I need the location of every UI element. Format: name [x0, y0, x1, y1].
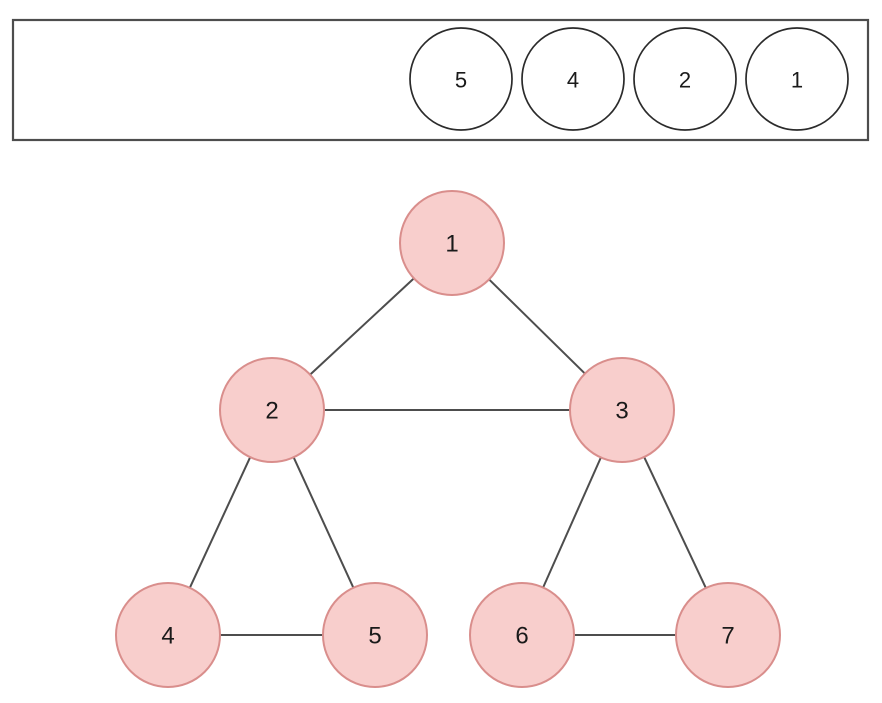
graph-edge-2-4 — [188, 456, 252, 589]
graph-edge-3-7 — [643, 456, 707, 589]
stack-item-label: 2 — [679, 68, 691, 93]
graph-node-label: 2 — [265, 398, 278, 425]
graph-edge-1-3 — [488, 278, 586, 375]
graph-node-label: 7 — [721, 623, 734, 650]
graph-node-circle[interactable] — [569, 357, 675, 463]
graph-node-2[interactable]: 2 — [219, 357, 325, 463]
graph-node-circle[interactable] — [675, 582, 781, 688]
graph-node-1[interactable]: 1 — [399, 190, 505, 296]
stack-item[interactable]: 5 — [409, 27, 513, 131]
stack-panel: 5 4 2 1 — [11, 18, 870, 142]
graph-node-circle[interactable] — [469, 582, 575, 688]
graph-node-circle[interactable] — [322, 582, 428, 688]
graph-node-5[interactable]: 5 — [322, 582, 428, 688]
graph-node-label: 3 — [615, 398, 628, 425]
graph-node-4[interactable]: 4 — [115, 582, 221, 688]
graph-node-layer: 1 2 3 4 5 6 7 — [115, 190, 781, 688]
graph-node-7[interactable]: 7 — [675, 582, 781, 688]
graph-node-label: 1 — [445, 231, 458, 258]
graph-edge-layer — [188, 277, 707, 636]
graph-edge-2-5 — [292, 456, 355, 589]
stack-item[interactable]: 4 — [521, 27, 625, 131]
stack-item-circle[interactable] — [521, 27, 625, 131]
stack-item-circle[interactable] — [409, 27, 513, 131]
graph-node-3[interactable]: 3 — [569, 357, 675, 463]
graph-edge-3-6 — [542, 457, 602, 588]
graph-node-6[interactable]: 6 — [469, 582, 575, 688]
stack-item-label: 5 — [455, 68, 467, 93]
stack-item-label: 4 — [567, 68, 579, 93]
stack-item[interactable]: 2 — [633, 27, 737, 131]
graph-node-label: 5 — [368, 623, 381, 650]
graph-node-circle[interactable] — [115, 582, 221, 688]
stack-item-label: 1 — [791, 68, 803, 93]
graph-edge-1-2 — [309, 277, 415, 376]
stack-item-circle[interactable] — [633, 27, 737, 131]
graph-node-label: 6 — [515, 623, 528, 650]
graph-node-circle[interactable] — [219, 357, 325, 463]
stack-item-circle[interactable] — [745, 27, 849, 131]
graph-node-circle[interactable] — [399, 190, 505, 296]
graph-node-label: 4 — [161, 623, 174, 650]
stack-item[interactable]: 1 — [745, 27, 849, 131]
